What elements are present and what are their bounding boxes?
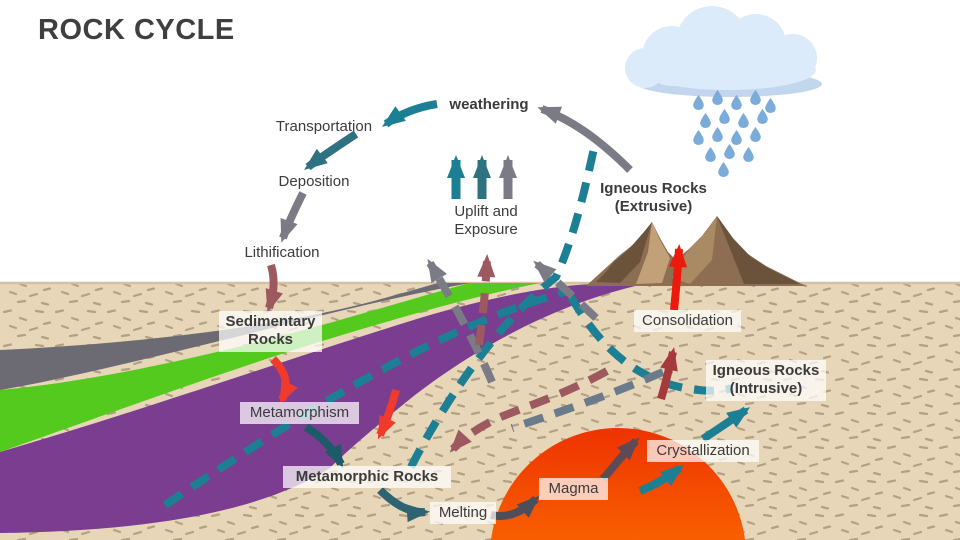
mountains-illustration — [586, 216, 806, 286]
label-deposition: Deposition — [278, 173, 350, 190]
label-magma: Magma — [539, 478, 608, 501]
label-metamorphic-rocks: Metamorphic Rocks — [283, 466, 451, 489]
label-metamorphism: Metamorphism — [240, 402, 359, 425]
label-weathering: weathering — [449, 96, 529, 113]
dashed-arrow-uplift-gray-left — [426, 258, 496, 384]
label-transportation: Transportation — [275, 118, 373, 135]
dashed-arrow-uplift-maroon — [475, 254, 496, 346]
arrow-burial-red — [376, 388, 400, 440]
dashed-path-along-layers — [162, 287, 570, 509]
arrow-extrusive-to-weathering — [537, 105, 633, 173]
process-arrows — [265, 100, 751, 523]
label-consolidation: Consolidation — [634, 310, 741, 333]
label-igneous-intrusive: Igneous Rocks (Intrusive) — [706, 360, 826, 401]
label-melting: Melting — [430, 502, 496, 525]
rain-cloud-icon — [625, 6, 822, 97]
label-sedimentary-rocks: Sedimentary Rocks — [219, 311, 322, 352]
label-uplift-exposure: Uplift and Exposure — [454, 203, 518, 239]
arrow-consolidation-to-extrusive — [669, 244, 688, 311]
arrow-weathering-to-transportation — [381, 100, 438, 128]
arrow-lithification-to-sedimentary — [265, 263, 283, 313]
dashed-path-burial-right — [510, 368, 665, 432]
arrow-magma-rising — [599, 437, 640, 482]
arrow-metamorphic-to-melting — [377, 487, 430, 523]
arrow-transportation-to-deposition — [304, 130, 359, 171]
dashed-path-right-descent — [567, 294, 735, 395]
label-igneous-extrusive: Igneous Rocks (Extrusive) — [600, 180, 707, 216]
label-crystallization: Crystallization — [647, 440, 759, 463]
page-title: ROCK CYCLE — [38, 14, 235, 46]
rain-drops-icon — [693, 90, 776, 177]
arrow-intrusive-to-consolidation — [657, 347, 678, 401]
arrow-metamorphism-to-metamorphic — [303, 423, 345, 469]
arrow-deposition-to-lithification — [279, 191, 307, 243]
label-lithification: Lithification — [244, 244, 320, 261]
arrow-magma-to-crystallization — [638, 464, 685, 495]
dashed-arrow-burial-maroon — [449, 367, 609, 453]
arrow-crystallization-to-intrusive — [700, 406, 751, 443]
dashed-arrow-uplift-gray-right — [533, 260, 599, 321]
subsurface-flow-paths — [162, 138, 735, 509]
arrow-sedimentary-to-metamorphism — [270, 356, 298, 405]
